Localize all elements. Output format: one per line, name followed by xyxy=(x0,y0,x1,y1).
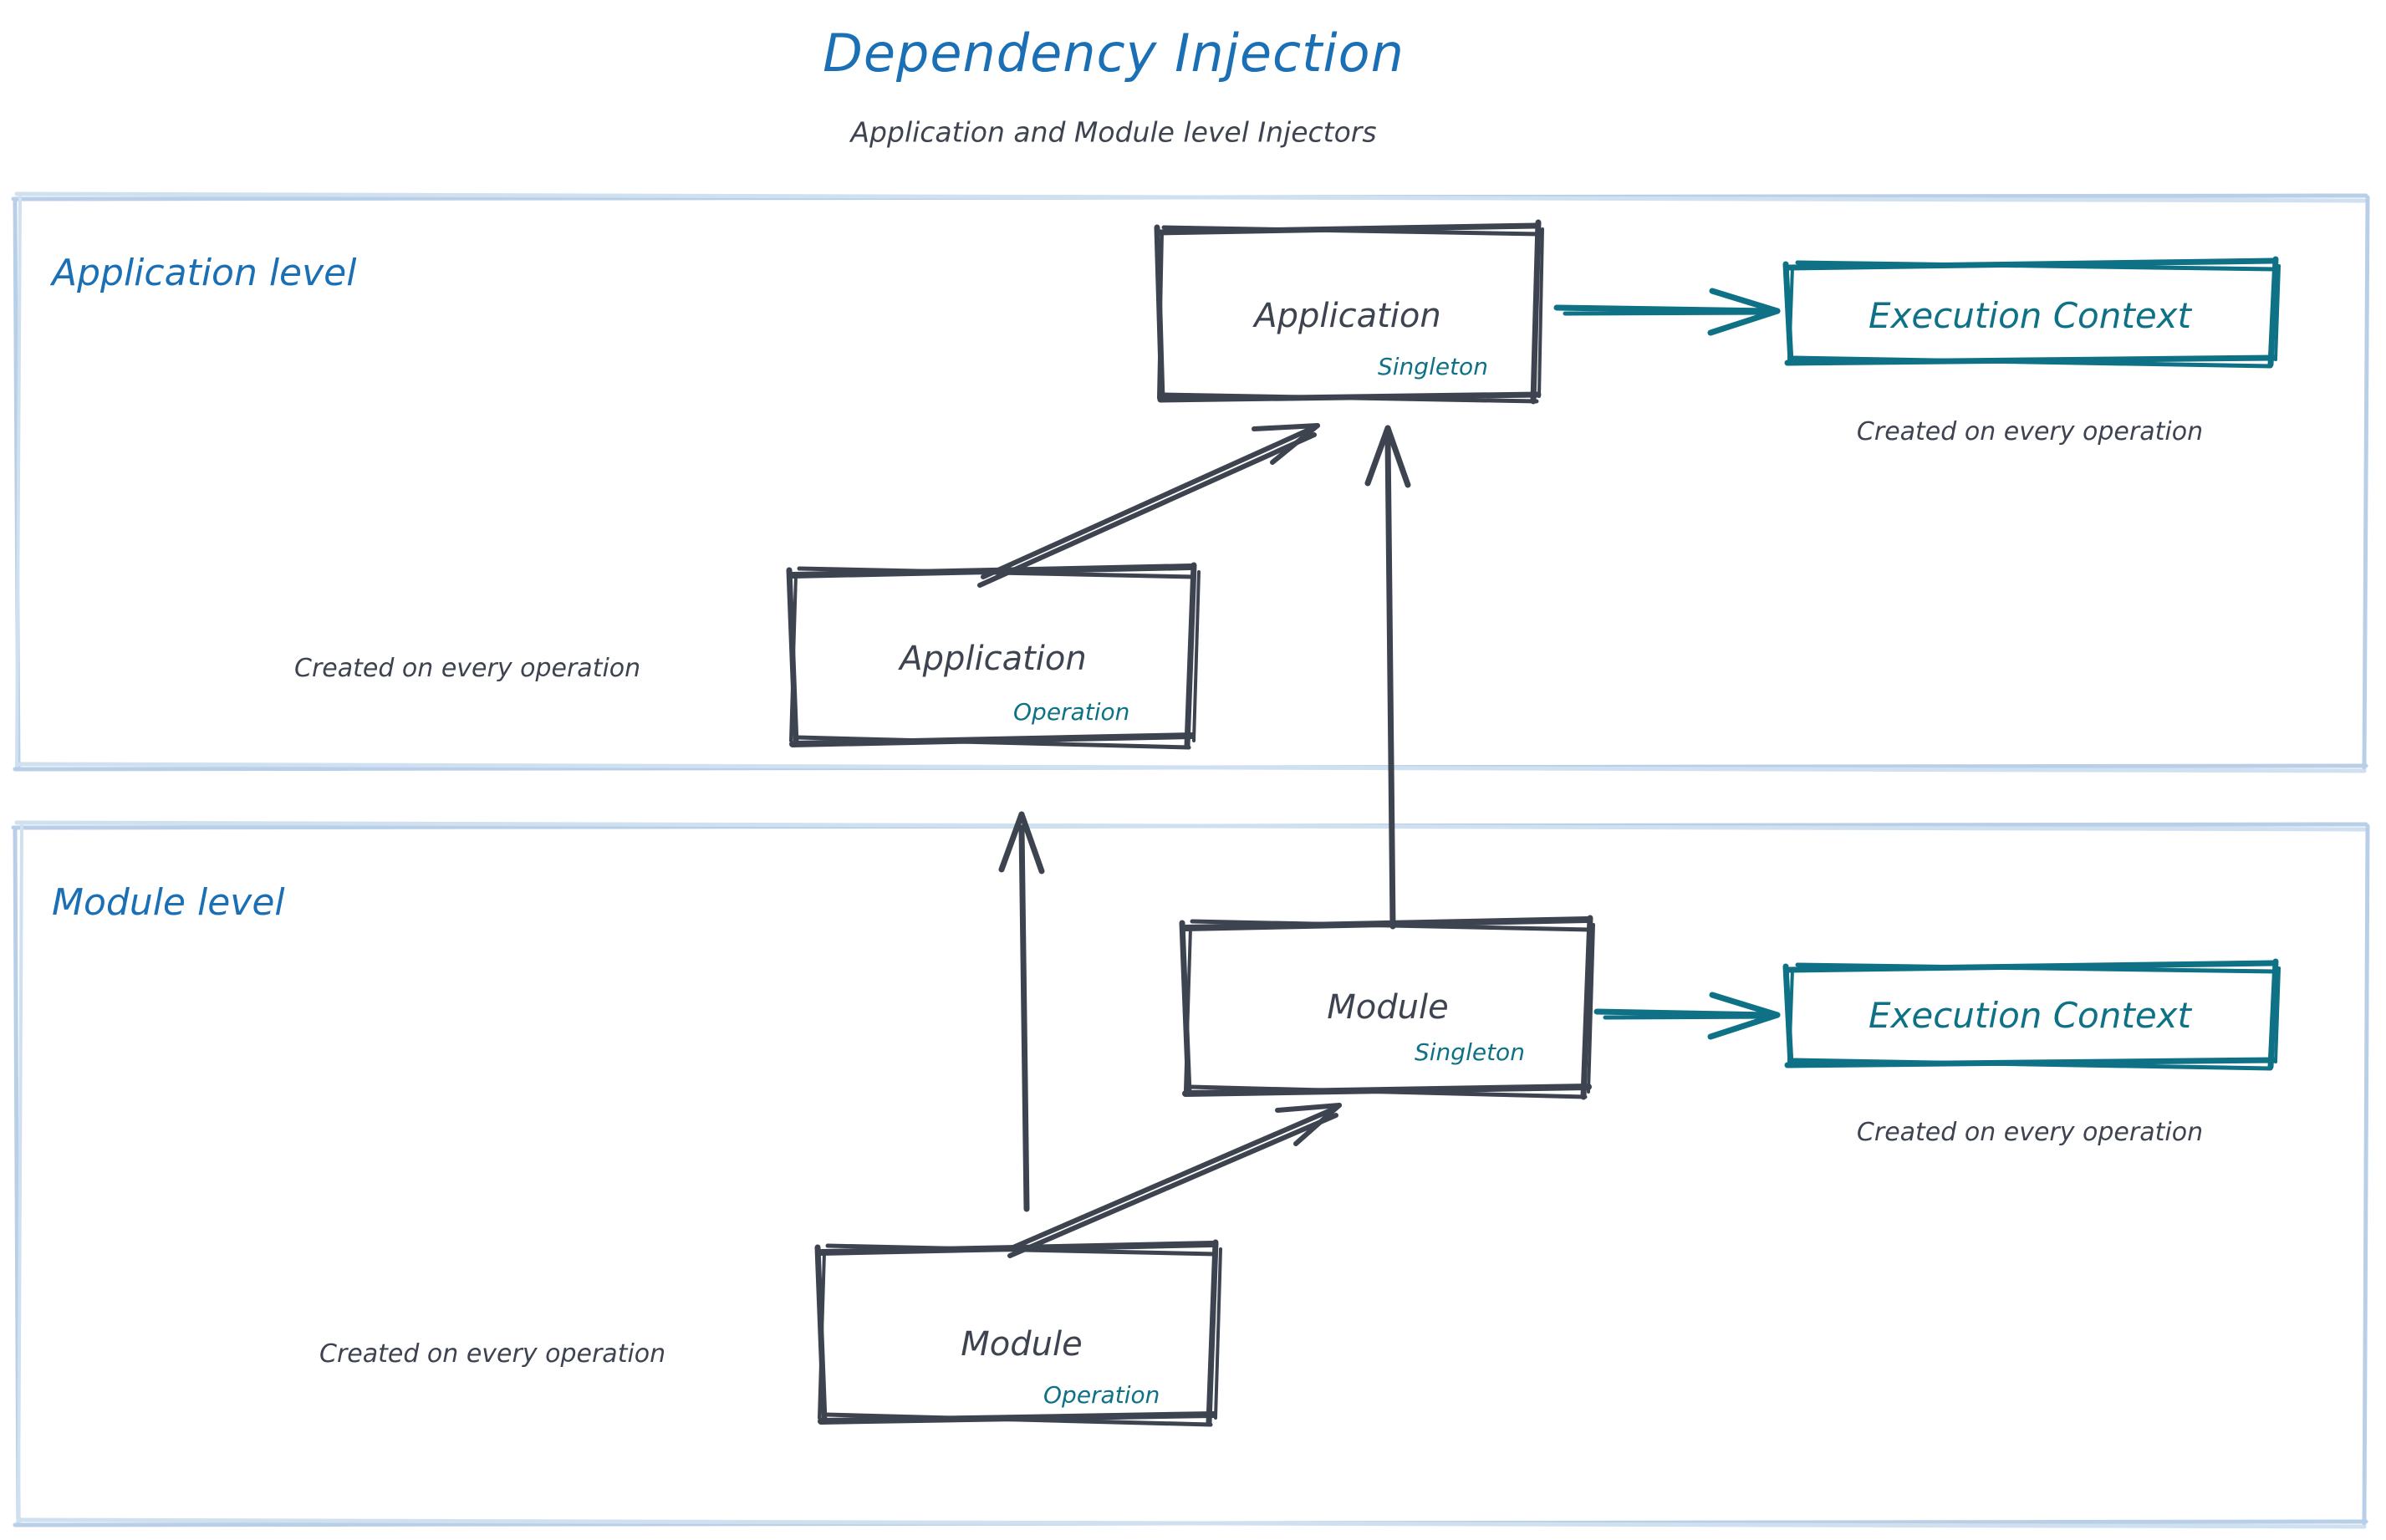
node-title-execution-context-module: Execution Context xyxy=(1868,995,2192,1036)
edge-app-singleton-to-exec-context xyxy=(1553,288,1781,336)
node-title-module-singleton: Module xyxy=(1327,988,1449,1027)
edge-module-operation-to-app-operation xyxy=(998,811,1045,1212)
node-title-execution-context-app: Execution Context xyxy=(1868,295,2192,336)
node-title-application-singleton: Application xyxy=(1254,297,1441,335)
page-subtitle: Application and Module level Injectors xyxy=(850,115,1377,149)
edge-module-operation-to-module-singleton xyxy=(1007,1103,1342,1258)
node-scope-application-operation: Operation xyxy=(1013,698,1130,726)
page-title: Dependency Injection xyxy=(823,23,1405,84)
section-label-application-level: Application level xyxy=(52,252,357,294)
edge-module-singleton-to-exec-context xyxy=(1593,992,1781,1040)
node-scope-module-operation: Operation xyxy=(1043,1381,1160,1409)
module-level-container xyxy=(11,820,2370,1529)
application-level-container xyxy=(11,191,2370,773)
node-title-application-operation: Application xyxy=(900,640,1087,678)
caption-application-operation: Created on every operation xyxy=(294,654,641,683)
edge-module-singleton-to-app-singleton xyxy=(1364,425,1411,930)
edge-app-operation-to-app-singleton xyxy=(977,423,1320,588)
caption-execution-context-module: Created on every operation xyxy=(1856,1118,2204,1147)
node-scope-module-singleton: Singleton xyxy=(1415,1038,1525,1066)
node-title-module-operation: Module xyxy=(961,1325,1083,1364)
caption-execution-context-app: Created on every operation xyxy=(1856,417,2204,446)
caption-module-operation: Created on every operation xyxy=(319,1339,666,1369)
node-scope-application-singleton: Singleton xyxy=(1378,353,1488,380)
section-label-module-level: Module level xyxy=(52,881,285,924)
